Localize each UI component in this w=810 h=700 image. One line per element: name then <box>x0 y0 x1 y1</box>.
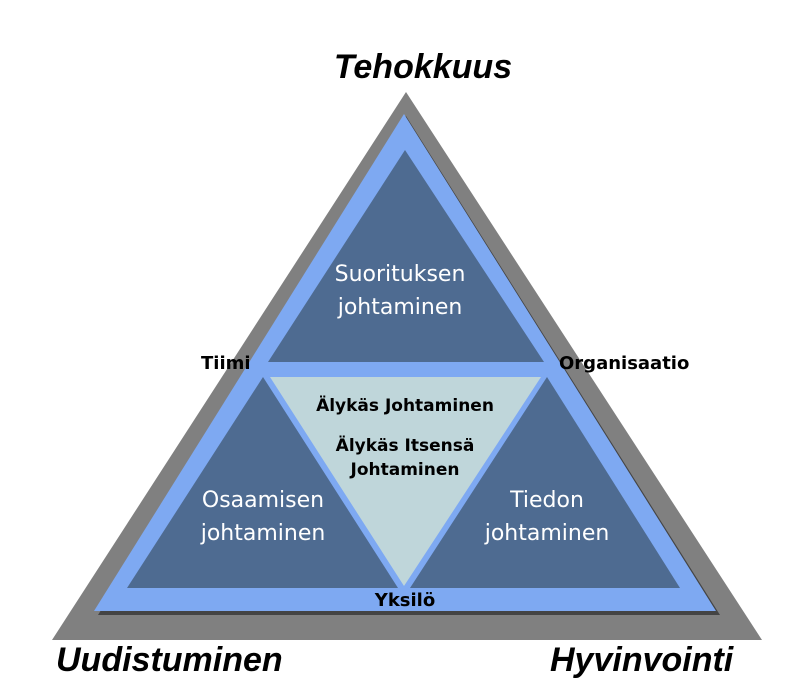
section-top-line-1: Suorituksen <box>334 262 466 287</box>
corner-label-bottom-right: Hyvinvointi <box>550 641 734 679</box>
section-left-label: Osaamisen johtaminen <box>163 484 363 550</box>
left-section-triangle <box>127 377 398 588</box>
section-center-line-3: Johtaminen <box>350 460 460 480</box>
corner-label-top: Tehokkuus <box>333 48 513 86</box>
vertex-label-tiimi: Tiimi <box>201 353 251 374</box>
section-right-label: Tiedon johtaminen <box>447 484 647 550</box>
section-top-line-2: johtaminen <box>337 295 463 320</box>
section-right-line-2: johtaminen <box>484 521 610 546</box>
section-center-line-2: Älykäs Itsensä <box>335 436 475 456</box>
vertex-label-organisaatio: Organisaatio <box>559 353 690 374</box>
section-center-label: Älykäs Johtaminen Älykäs Itsensä Johtami… <box>285 391 525 485</box>
section-top-label: Suorituksen johtaminen <box>300 258 500 324</box>
vertex-label-yksilo: Yksilö <box>374 590 436 611</box>
section-center-line-1: Älykäs Johtaminen <box>316 396 494 416</box>
center-section-triangle <box>270 377 541 586</box>
right-section-triangle <box>410 377 680 588</box>
section-right-line-1: Tiedon <box>510 488 584 513</box>
section-left-line-1: Osaamisen <box>201 488 325 513</box>
top-section-triangle <box>268 150 544 362</box>
section-left-line-2: johtaminen <box>200 521 326 546</box>
corner-label-bottom-left: Uudistuminen <box>56 641 283 679</box>
